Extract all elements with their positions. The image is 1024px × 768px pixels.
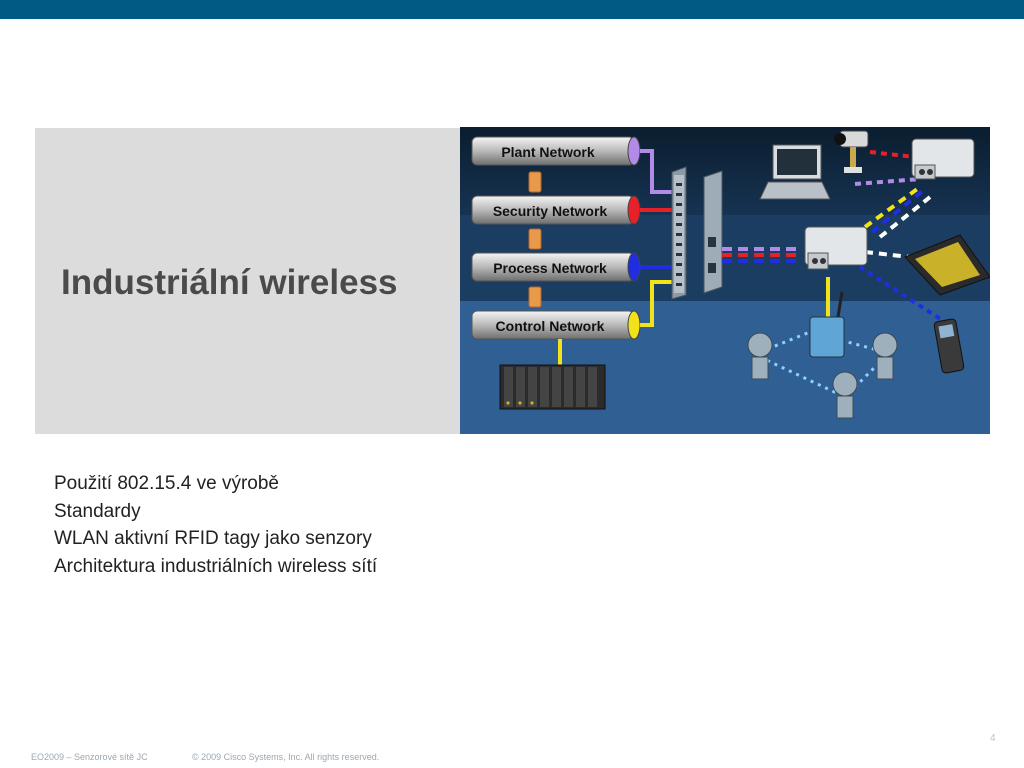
access-point-middle-icon <box>804 226 868 270</box>
wireless-gateway-icon <box>809 291 845 358</box>
network-label-process: Process Network <box>493 260 607 276</box>
access-point-top-icon <box>911 138 975 180</box>
footer-course: EO2009 – Senzorové sítě JC <box>31 752 148 762</box>
title-panel: Industriální wireless <box>35 128 460 434</box>
network-pipe-security: Security Network <box>471 195 641 225</box>
network-diagram-svg: Plant Network Security Network Process N… <box>460 127 990 434</box>
top-bar <box>0 0 1024 19</box>
bullet-list: Použití 802.15.4 ve výrobě Standardy WLA… <box>54 470 377 580</box>
handheld-scanner-icon <box>933 318 965 374</box>
pipe-links <box>558 149 672 367</box>
network-pipe-plant: Plant Network <box>471 136 641 166</box>
bullet-item: Architektura industriálních wireless sít… <box>54 555 378 577</box>
footer-copyright: © 2009 Cisco Systems, Inc. All rights re… <box>192 752 380 762</box>
pipe-connectors <box>528 171 542 308</box>
camera-icon <box>834 130 869 173</box>
slide-title: Industriální wireless <box>61 263 398 302</box>
network-pipe-process: Process Network <box>471 252 641 282</box>
page-number: 4 <box>990 733 996 744</box>
bullet-item: Standardy <box>54 500 141 522</box>
switch-stack <box>671 166 723 300</box>
network-pipe-control: Control Network <box>471 310 641 340</box>
network-label-control: Control Network <box>496 318 605 334</box>
network-label-security: Security Network <box>493 203 608 219</box>
network-label-plant: Plant Network <box>501 144 595 160</box>
bullet-item: WLAN aktivní RFID tagy jako senzory <box>54 528 372 549</box>
bullet-item: Použití 802.15.4 ve výrobě <box>54 473 279 494</box>
controller-rack-icon <box>499 364 606 410</box>
network-diagram: Plant Network Security Network Process N… <box>460 127 990 434</box>
tablet-icon <box>904 234 990 296</box>
wireless-links <box>722 150 947 324</box>
laptop-icon <box>759 144 831 200</box>
pressure-sensor-icons <box>747 332 898 419</box>
